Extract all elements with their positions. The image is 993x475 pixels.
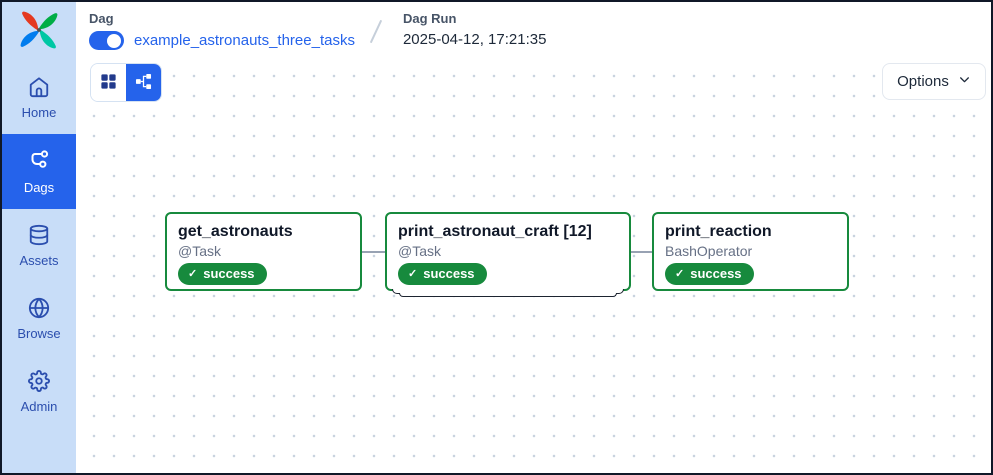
sidebar-item-home[interactable]: Home: [2, 61, 76, 134]
dag-run-group: Dag Run 2025-04-12, 17:21:35: [403, 11, 546, 48]
sidebar-item-label: Home: [21, 105, 57, 120]
sidebar-item-label: Dags: [23, 180, 55, 195]
task-title: print_reaction: [665, 223, 772, 240]
dag-run-label: Dag Run: [402, 11, 457, 26]
task-operator: @Task: [398, 243, 441, 259]
dag-branch-icon: [27, 149, 51, 173]
sidebar-item-browse[interactable]: Browse: [2, 282, 76, 355]
globe-icon: [28, 297, 50, 319]
graph-view-button[interactable]: [126, 64, 161, 101]
dag-group: Dag example_astronauts_three_tasks: [89, 11, 355, 50]
status-label: success: [690, 266, 742, 281]
task-title: get_astronauts: [178, 223, 293, 240]
sidebar-item-label: Admin: [20, 399, 58, 414]
database-icon: [28, 224, 50, 246]
airflow-logo[interactable]: [2, 2, 76, 61]
view-toggle: [90, 63, 162, 102]
sidebar-item-label: Browse: [17, 326, 61, 341]
status-badge: ✓ success: [398, 263, 487, 285]
task-operator: BashOperator: [665, 243, 753, 259]
breadcrumb-header: Dag example_astronauts_three_tasks Dag R…: [76, 2, 991, 58]
breadcrumb-separator: [369, 19, 383, 44]
check-icon: ✓: [188, 268, 198, 280]
task-node-print_reaction[interactable]: print_reaction BashOperator ✓ success: [652, 212, 849, 291]
chevron-down-icon: [958, 73, 971, 90]
sidebar-item-admin[interactable]: Admin: [2, 355, 76, 428]
status-label: success: [203, 266, 255, 281]
dag-run-timestamp: 2025-04-12, 17:21:35: [402, 31, 547, 48]
status-badge: ✓ success: [665, 263, 754, 285]
edge-print_astronaut_craft-to-print_reaction: [631, 251, 652, 253]
main-area: Dag example_astronauts_three_tasks Dag R…: [76, 2, 991, 473]
task-node-print_astronaut_craft[interactable]: print_astronaut_craft [12] @Task ✓ succe…: [385, 212, 631, 297]
task-title: print_astronaut_craft [12]: [398, 223, 592, 240]
options-label: Options: [897, 73, 949, 90]
mapped-task-stack: [399, 293, 617, 297]
sidebar-item-assets[interactable]: Assets: [2, 209, 76, 282]
sidebar-item-dags[interactable]: Dags: [2, 134, 76, 209]
gear-icon: [28, 370, 50, 392]
task-node-get_astronauts[interactable]: get_astronauts @Task ✓ success: [165, 212, 362, 291]
edge-get_astronauts-to-print_astronaut_craft: [362, 251, 385, 253]
check-icon: ✓: [408, 268, 418, 280]
dag-name-link[interactable]: example_astronauts_three_tasks: [134, 32, 355, 49]
home-icon: [28, 76, 50, 98]
task-operator: @Task: [178, 243, 221, 259]
check-icon: ✓: [675, 268, 685, 280]
status-label: success: [423, 266, 475, 281]
sidebar-item-label: Assets: [19, 253, 59, 268]
sidebar: Home Dags Assets Browse Admin: [2, 2, 76, 473]
grid-view-button[interactable]: [91, 64, 126, 101]
dag-pause-toggle[interactable]: [89, 31, 124, 50]
toggle-knob: [107, 33, 121, 48]
status-badge: ✓ success: [178, 263, 267, 285]
options-button[interactable]: Options: [882, 63, 986, 100]
graph-icon: [134, 72, 153, 94]
grid-icon: [99, 72, 118, 94]
dag-label: Dag: [89, 11, 114, 26]
